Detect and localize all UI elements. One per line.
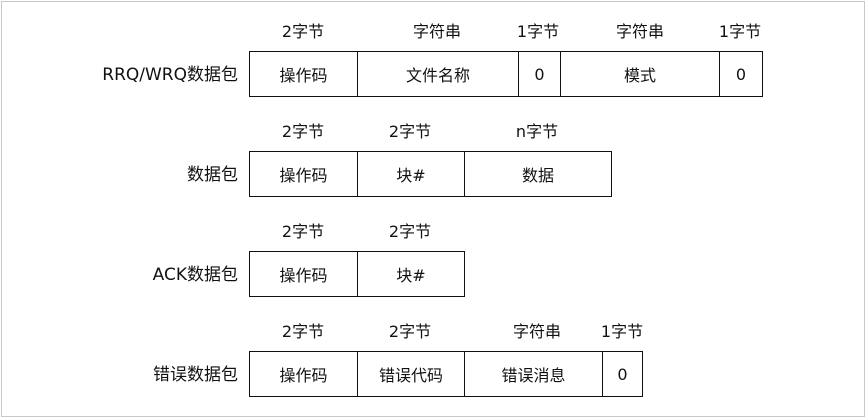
field-data: 数据: [464, 151, 612, 197]
field-opcode: 操作码: [249, 351, 358, 397]
packet-label: RRQ/WRQ数据包: [102, 65, 238, 85]
field-error-message: 错误消息: [464, 351, 603, 397]
field-error-code: 错误代码: [357, 351, 465, 397]
field-size-opcode: 2字节: [281, 122, 325, 141]
field-mode: 模式: [560, 51, 720, 97]
field-size-block: 2字节: [388, 122, 432, 141]
field-opcode: 操作码: [249, 251, 358, 297]
field-size-error-message: 字符串: [512, 322, 562, 341]
field-size-zero: 1字节: [516, 22, 560, 41]
field-size-opcode: 2字节: [281, 22, 325, 41]
field-size-zero: 1字节: [718, 22, 762, 41]
packet-row-error: 2字节 2字节 字符串 1字节 错误数据包 操作码 错误代码 错误消息 0: [0, 318, 868, 398]
field-opcode: 操作码: [249, 51, 358, 97]
field-zero: 0: [719, 51, 763, 97]
field-size-data: n字节: [515, 122, 559, 141]
field-block-number: 块#: [357, 151, 465, 197]
packet-label: 数据包: [187, 165, 238, 185]
field-size-filename: 字符串: [412, 22, 462, 41]
field-size-opcode: 2字节: [281, 322, 325, 341]
field-opcode: 操作码: [249, 151, 358, 197]
field-size-mode: 字符串: [615, 22, 665, 41]
packet-row-rrq-wrq: 2字节 字符串 1字节 字符串 1字节 RRQ/WRQ数据包 操作码 文件名称 …: [0, 18, 868, 98]
packet-row-ack: 2字节 2字节 ACK数据包 操作码 块#: [0, 218, 868, 298]
packet-label: ACK数据包: [152, 265, 238, 285]
field-filename: 文件名称: [357, 51, 519, 97]
field-zero: 0: [518, 51, 561, 97]
field-block-number: 块#: [357, 251, 465, 297]
field-size-zero: 1字节: [600, 322, 644, 341]
field-zero: 0: [602, 351, 643, 397]
packet-row-data: 2字节 2字节 n字节 数据包 操作码 块# 数据: [0, 118, 868, 198]
field-size-opcode: 2字节: [281, 222, 325, 241]
packet-label: 错误数据包: [153, 365, 238, 385]
field-size-block: 2字节: [388, 222, 432, 241]
field-size-error-code: 2字节: [388, 322, 432, 341]
